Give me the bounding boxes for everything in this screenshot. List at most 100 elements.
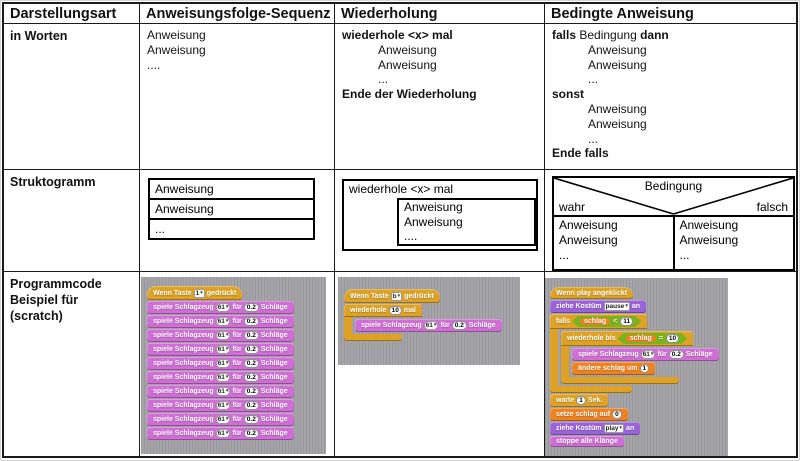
block-label: Schläge	[685, 351, 713, 358]
text-line: wiederhole <x> mal	[342, 28, 453, 42]
drum-dropdown[interactable]: 61▾	[423, 321, 439, 330]
number-input[interactable]: 0.2	[243, 401, 259, 410]
number-input[interactable]: 0.2	[243, 373, 259, 382]
structogram-row: ...	[679, 248, 690, 262]
dropdown-arrow-icon: ▾	[225, 360, 229, 366]
drum-dropdown[interactable]: 61▾	[215, 415, 231, 424]
number-input[interactable]: 0.2	[668, 350, 684, 359]
scratch-switch-costume-block[interactable]: ziehe Kostüm play▾ an	[550, 422, 641, 435]
dropdown-arrow-icon: ▾	[225, 430, 229, 436]
number-input[interactable]: 0.2	[243, 317, 259, 326]
variable-schlag[interactable]: schlag	[626, 335, 656, 342]
text-line: sonst	[552, 87, 585, 102]
drum-dropdown[interactable]: 61▾	[215, 373, 231, 382]
text-line: Anweisung	[378, 57, 437, 72]
drum-dropdown[interactable]: 61▾	[215, 345, 231, 354]
scratch-conditional-cell: Wenn play angeklickt ziehe Kostüm pause▾…	[545, 272, 796, 456]
scratch-switch-costume-block[interactable]: ziehe Kostüm pause▾ an	[550, 300, 646, 313]
structogram-row: Anweisung	[679, 218, 739, 232]
number-input[interactable]: 0.2	[451, 321, 467, 330]
scratch-change-variable-block[interactable]: ändere schlag um 1	[572, 362, 656, 375]
number-input[interactable]: 0.2	[243, 429, 259, 438]
block-label: Schläge	[260, 374, 288, 381]
drum-dropdown[interactable]: 61▾	[215, 401, 231, 410]
text-line: ...	[588, 72, 599, 87]
block-label: für	[657, 351, 667, 358]
text-line: Anweisung	[378, 42, 437, 57]
scratch-stop-all-sounds-block[interactable]: stoppe alle Klänge	[550, 436, 624, 447]
boolean-condition[interactable]: schlag = 10	[618, 333, 688, 344]
scratch-wait-block[interactable]: warte 1 Sek.	[550, 394, 609, 407]
key-dropdown[interactable]: 1▾	[193, 289, 205, 298]
scratch-if-block[interactable]: falls schlag < 11 wiederh	[550, 314, 719, 393]
block-label: Schläge	[260, 360, 288, 367]
number-input[interactable]: 11	[620, 317, 633, 326]
triangle-lines	[554, 178, 793, 215]
variable-schlag[interactable]: schlag	[580, 318, 610, 325]
drum-dropdown[interactable]: 61▾	[215, 359, 231, 368]
number-input[interactable]: 0.2	[243, 345, 259, 354]
dropdown-arrow-icon: ▾	[625, 303, 628, 309]
condition-label: Bedingung	[644, 179, 703, 193]
number-input[interactable]: 10	[666, 334, 679, 343]
operator: =	[658, 335, 663, 342]
drum-dropdown[interactable]: 61▾	[640, 350, 656, 359]
dropdown-arrow-icon: ▾	[200, 290, 203, 296]
scratch-hat-when-key-pressed[interactable]: Wenn Taste 1▾ gedrückt	[147, 286, 243, 300]
drum-dropdown[interactable]: 61▾	[215, 331, 231, 340]
header-bedingte-anweisung: Bedingte Anweisung	[545, 4, 796, 24]
number-input[interactable]: 1	[576, 396, 586, 405]
text-line: Programmcode	[10, 277, 102, 291]
repeat-label: mal	[403, 307, 416, 314]
scratch-hat-when-key-pressed[interactable]: Wenn Taste b▾ gedrückt	[344, 289, 440, 303]
block-label: spiele Schlagzeug	[153, 318, 214, 325]
number-input[interactable]: 0	[612, 410, 622, 419]
number-input[interactable]: 0.2	[243, 415, 259, 424]
header-darstellungsart: Darstellungsart	[4, 4, 140, 24]
drum-dropdown[interactable]: 61▾	[215, 387, 231, 396]
block-label: spiele Schlagzeug	[361, 322, 422, 329]
number-input[interactable]: 0.2	[243, 331, 259, 340]
block-label: für	[232, 346, 242, 353]
repeat-count-input[interactable]: 10	[388, 306, 402, 315]
dropdown-arrow-icon: ▾	[225, 332, 229, 338]
block-label: Schläge	[260, 402, 288, 409]
scratch-repeat-until-block[interactable]: wiederhole bis schlag = 10	[561, 331, 719, 384]
costume-dropdown[interactable]: pause▾	[603, 302, 630, 311]
key-dropdown[interactable]: b▾	[390, 292, 403, 301]
number-input[interactable]: 1	[639, 364, 650, 373]
block-label: spiele Schlagzeug	[153, 388, 214, 395]
scratch-set-variable-block[interactable]: setze schlag auf 0	[550, 408, 628, 421]
drum-dropdown[interactable]: 61▾	[215, 317, 231, 326]
structogram-loop-header: wiederhole <x> mal	[349, 182, 454, 196]
drum-dropdown[interactable]: 61▾	[215, 303, 231, 312]
number-input[interactable]: 0.2	[243, 387, 259, 396]
drum-dropdown[interactable]: 61▾	[215, 429, 231, 438]
change-label: ändere schlag um	[578, 365, 638, 372]
number-input[interactable]: 0.2	[243, 359, 259, 368]
costume-dropdown[interactable]: play▾	[603, 424, 625, 433]
dropdown-arrow-icon: ▾	[225, 416, 229, 422]
number-input[interactable]: 0.2	[243, 303, 259, 312]
block-label: spiele Schlagzeug	[153, 304, 214, 311]
scratch-hat-when-play-clicked[interactable]: Wenn play angeklickt	[550, 287, 634, 299]
boolean-condition[interactable]: schlag < 11	[572, 316, 641, 327]
